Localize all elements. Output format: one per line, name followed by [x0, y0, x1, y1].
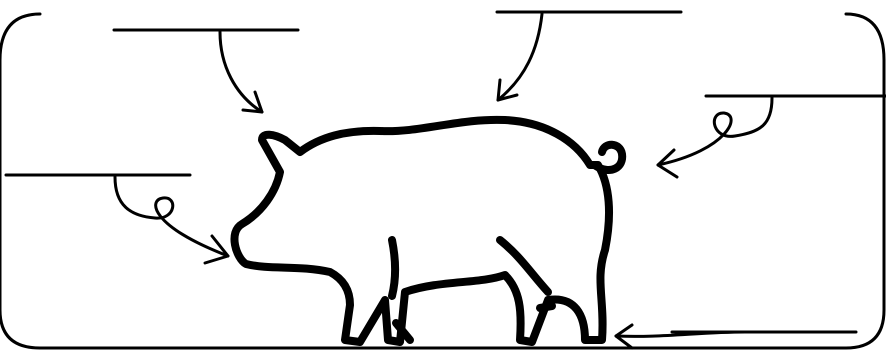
worksheet-frame [0, 12, 886, 350]
label-blank-bottom-right[interactable] [614, 323, 858, 350]
arrowhead [614, 323, 634, 350]
pig-front-leg-line [388, 236, 399, 300]
pig-illustration [230, 115, 627, 346]
arrowhead [203, 234, 230, 265]
pig-front-hoof [392, 319, 414, 344]
arrowhead [656, 148, 679, 179]
arrowhead [496, 78, 519, 102]
arrowhead [241, 90, 264, 114]
pig-hind-hoof [536, 302, 556, 312]
label-blank-left[interactable] [4, 173, 230, 265]
pointer-arrow [656, 96, 774, 167]
label-blank-right[interactable] [656, 94, 886, 179]
pig-tail [592, 140, 627, 174]
label-blank-top-middle[interactable] [495, 10, 683, 102]
label-blank-top-left[interactable] [112, 28, 300, 114]
pig-hind-leg-line [496, 236, 552, 296]
pointer-arrow [113, 175, 230, 258]
pointer-arrow [218, 30, 264, 114]
pig-body-outline [230, 115, 614, 346]
pointer-arrow [614, 330, 747, 338]
pointer-arrow [496, 12, 544, 102]
